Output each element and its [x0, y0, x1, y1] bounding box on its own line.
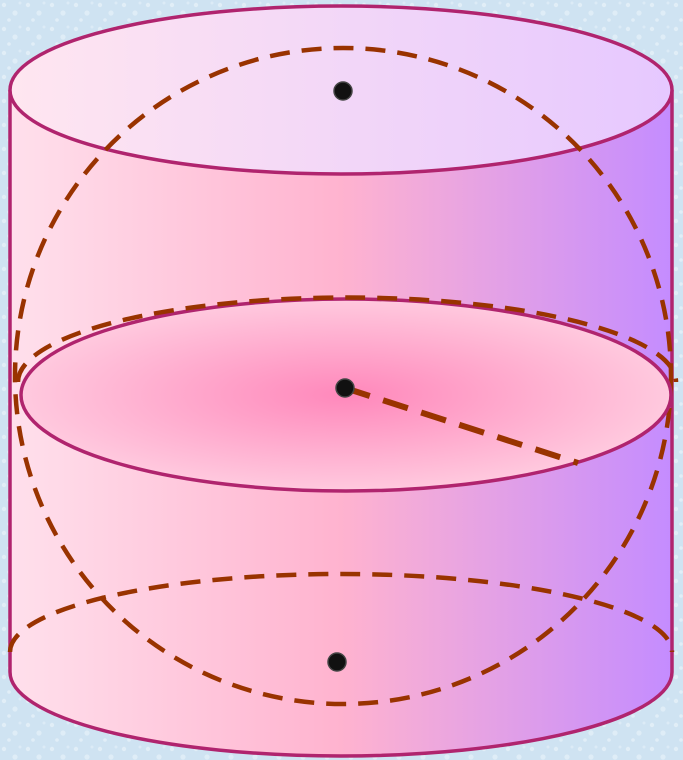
equator-hidden-arc	[15, 295, 679, 383]
sphere-center-point	[335, 378, 355, 398]
top-tangent-point	[333, 81, 353, 101]
sphere-outline	[12, 45, 674, 707]
cylinder-bottom-front-arc	[8, 671, 674, 758]
cylinder-bottom-hidden-arc	[7, 571, 675, 653]
bottom-tangent-point	[327, 652, 347, 672]
radius-line	[344, 385, 579, 466]
